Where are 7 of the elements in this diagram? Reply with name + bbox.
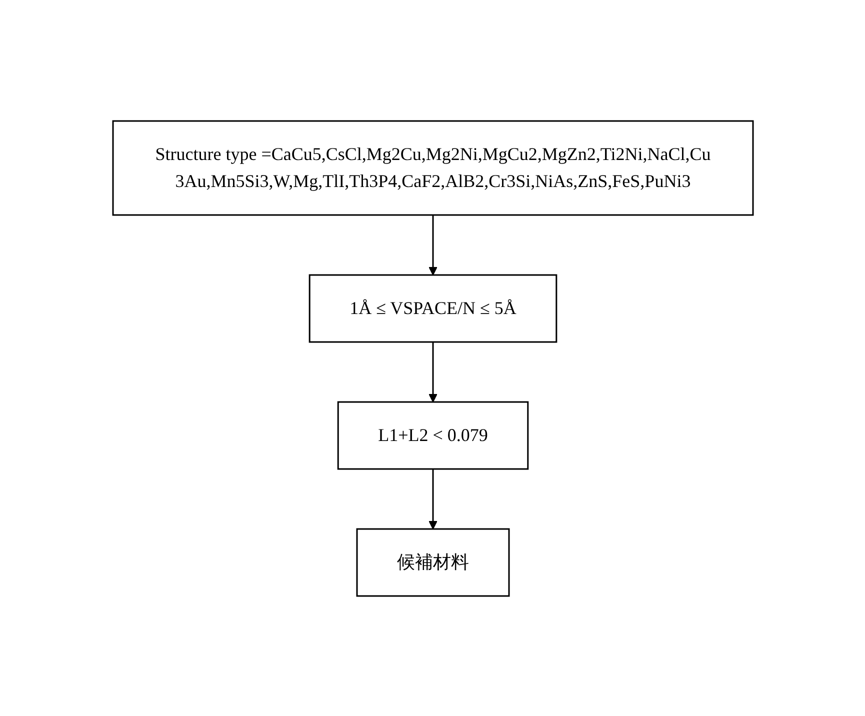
node-box: 1Å ≤ VSPACE/N ≤ 5Å [308,274,557,342]
node-box: L1+L2 < 0.079 [336,400,528,470]
arrow [428,342,437,402]
node-box: 候補材料 [356,528,510,596]
arrow [428,214,437,275]
arrow [428,468,437,529]
node-box: Structure type =CaCu5,CsCl,Mg2Cu,Mg2Ni,MgCu2,MgZn2,Ti2Ni,NaCl,Cu3Au,Mn5Si3,W,Mg,TlI,Th3P4,CaF2,AlB2,Cr3Si,NiAs,ZnS,FeS,PuNi3 [112,120,754,216]
